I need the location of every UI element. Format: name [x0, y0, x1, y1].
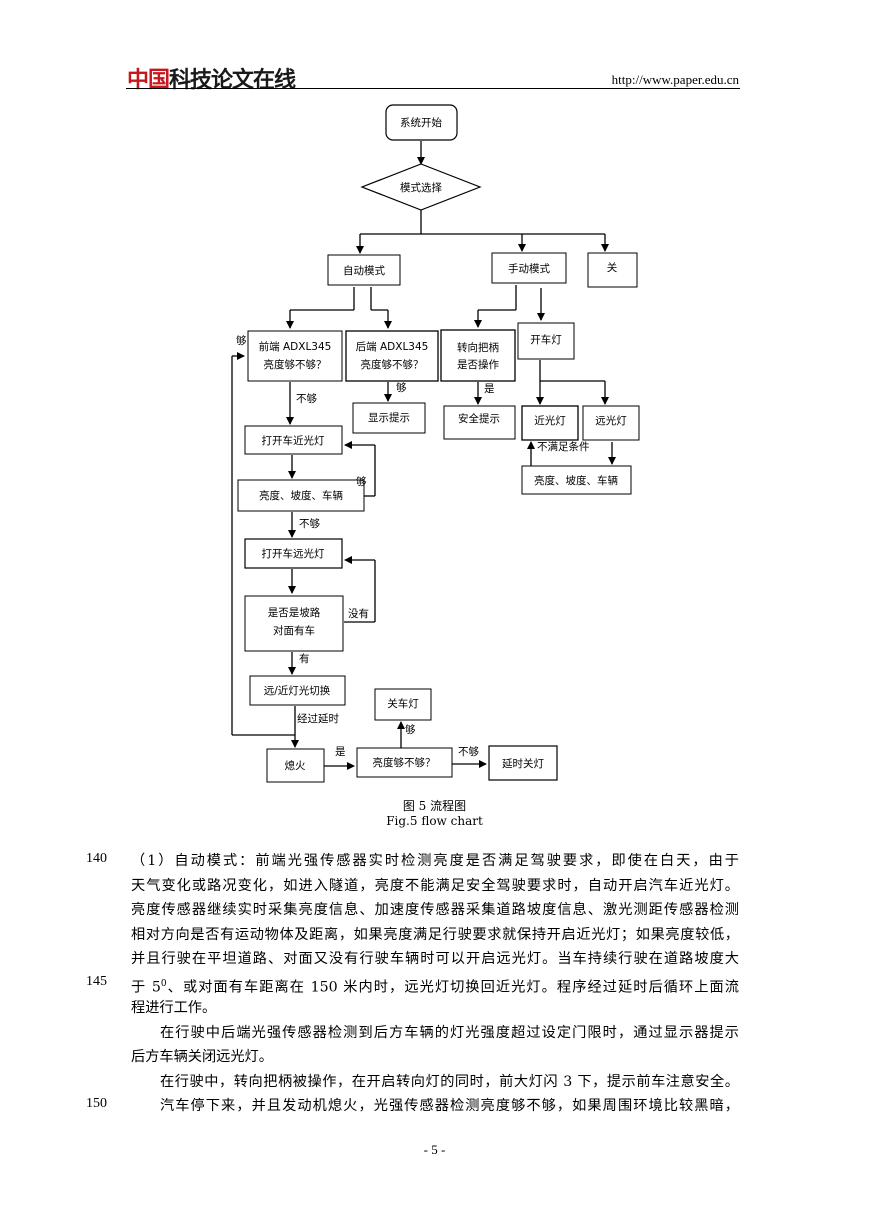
- label-unmet: 不满足条件: [537, 440, 590, 453]
- figure-caption-en: Fig.5 flow chart: [386, 814, 483, 828]
- body-line: （1）自动模式：前端光强传感器实时检测亮度是否满足驾驶要求，即使在白天，由于: [131, 853, 739, 869]
- node-start: [385, 104, 458, 141]
- label-enough-left: 够: [236, 335, 247, 347]
- body-line: 程进行工作。: [131, 1000, 217, 1016]
- node-switch: [249, 675, 346, 706]
- node-check2: [521, 465, 632, 495]
- node-manual-mode: [491, 252, 567, 284]
- node-lights-off: [374, 688, 432, 721]
- text-lights-off: 关车灯: [387, 697, 419, 710]
- label-enough-off: 够: [405, 724, 416, 736]
- body-line: 在行驶中后端光强传感器检测到后方车辆的灯光强度超过设定门限时，通过显示器提示: [160, 1024, 739, 1041]
- node-brightness: [356, 747, 453, 778]
- node-low-on: [244, 425, 343, 455]
- body-line: 亮度传感器继续实时采集亮度信息、加速度传感器采集道路坡度信息、激光测距传感器检测: [131, 902, 739, 918]
- text-high-beam: 远光灯: [595, 414, 627, 427]
- text-brightness: 亮度够不够？: [373, 756, 436, 769]
- text-slope-l1: 是否是坡路: [268, 606, 321, 619]
- label-not-enough-1: 不够: [296, 393, 317, 405]
- text-check2: 亮度、坡度、车辆: [534, 474, 618, 487]
- node-auto-mode: [327, 254, 401, 286]
- text-light-on: 开车灯: [530, 333, 562, 346]
- header-url[interactable]: http://www.paper.edu.cn: [611, 72, 739, 87]
- text-rear-l2: 亮度够不够？: [361, 358, 424, 371]
- node-front-sensor: [247, 330, 343, 382]
- node-turn-handle: [440, 329, 516, 382]
- text-start: 系统开始: [400, 116, 442, 129]
- body-line: 汽车停下来，并且发动机熄火，光强传感器检测亮度够不够，如果周围环境比较黑暗，: [160, 1098, 739, 1114]
- label-enough-rear: 够: [396, 382, 407, 394]
- page-number: - 5 -: [423, 1142, 446, 1157]
- line-number: 145: [86, 973, 107, 989]
- body-line: 在行驶中，转向把柄被操作，在开启转向灯的同时，前大灯闪 3 下，提示前车注意安全…: [160, 1073, 739, 1090]
- text-turn-l2: 是否操作: [457, 358, 499, 371]
- body-line: 于 50、或对面有车距离在 150 米内时，远光灯切换回近光灯。程序经过延时后循…: [131, 972, 739, 1000]
- label-after-delay: 经过延时: [297, 712, 339, 725]
- line-number: 140: [86, 851, 107, 866]
- text-check1: 亮度、坡度、车辆: [259, 489, 343, 502]
- body-line: 天气变化或路况变化，如进入隧道，亮度不能满足安全驾驶要求时，自动开启汽车近光灯。: [131, 877, 739, 894]
- body-line: 相对方向是否有运动物体及距离，如果亮度满足行驶要求就保持开启近光灯；如果亮度较低…: [131, 926, 739, 943]
- label-yes-stop: 是: [335, 746, 346, 758]
- text-slope-l2: 对面有车: [273, 624, 315, 637]
- node-delay-off: [488, 745, 558, 781]
- figure-caption-cn: 图 5 流程图: [402, 799, 467, 813]
- label-enough-loop: 够: [356, 476, 367, 488]
- text-rear-l1: 后端 ADXL345: [356, 340, 429, 353]
- label-not-enough-2: 不够: [299, 518, 320, 530]
- flowchart-connectors: [231, 141, 616, 770]
- text-stop: 熄火: [285, 759, 306, 772]
- node-high-beam: [582, 405, 640, 441]
- node-rear-sensor: [345, 330, 439, 382]
- header-rule: [126, 88, 740, 89]
- superscript: 0: [160, 978, 167, 989]
- label-have: 有: [299, 652, 310, 665]
- text-auto: 自动模式: [343, 264, 385, 277]
- text-safety: 安全提示: [458, 412, 500, 425]
- node-slope: [244, 595, 344, 652]
- text-low-on: 打开车近光灯: [262, 434, 325, 447]
- node-display: [352, 402, 426, 434]
- flowchart: 系统开始 模式选择 自动模式 手动模式 关 前端 ADXL345 亮度够不够？ …: [231, 104, 640, 783]
- line-number: 150: [86, 1096, 107, 1111]
- node-off: [587, 252, 638, 288]
- text-off: 关: [607, 261, 618, 274]
- text-manual: 手动模式: [508, 262, 550, 275]
- text-display: 显示提示: [368, 412, 410, 424]
- body-line: 后方车辆关闭远光灯。: [131, 1049, 273, 1065]
- label-not-enough-3: 不够: [458, 746, 479, 758]
- text-low-beam: 近光灯: [534, 414, 566, 427]
- text-turn-l1: 转向把柄: [457, 341, 499, 354]
- node-check1: [237, 479, 365, 512]
- text-high-on: 打开车远光灯: [262, 547, 325, 560]
- label-yes-turn: 是: [484, 383, 495, 395]
- node-light-on: [517, 322, 575, 360]
- text-switch: 远/近灯光切换: [264, 684, 331, 697]
- node-mode-decision: [360, 163, 482, 211]
- text-front-l2: 亮度够不够？: [264, 358, 327, 371]
- node-low-beam: [521, 405, 579, 441]
- body-line: 并且行驶在平坦道路、对面又没有行驶车辆时可以开启远光灯。当车持续行驶在道路坡度大: [131, 951, 739, 967]
- node-safety: [443, 405, 516, 440]
- label-none: 没有: [348, 607, 369, 620]
- body-line-post: 、或对面有车距离在 150 米内时，远光灯切换回近光灯。程序经过延时后循环上面流: [166, 979, 739, 996]
- text-front-l1: 前端 ADXL345: [259, 340, 332, 353]
- node-high-on: [244, 538, 343, 569]
- text-delay-off: 延时关灯: [502, 757, 544, 770]
- node-stop: [266, 748, 325, 783]
- text-mode: 模式选择: [400, 181, 442, 194]
- body-line-pre: 于 5: [131, 979, 161, 996]
